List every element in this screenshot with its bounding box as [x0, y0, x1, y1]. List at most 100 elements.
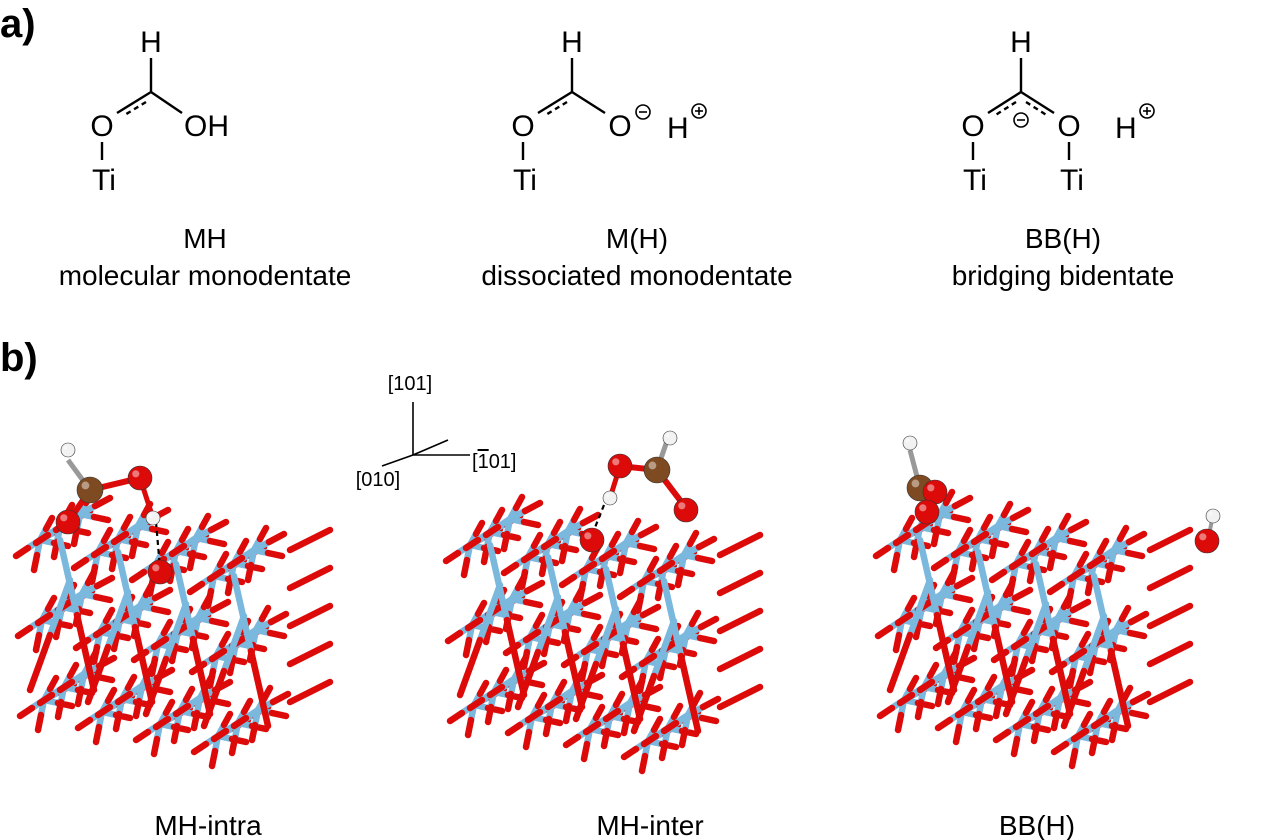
- surface-oxygen-atom: [579, 527, 605, 553]
- o-half-bond: [218, 630, 232, 649]
- o-half-bond: [216, 550, 230, 569]
- o-half-bond: [148, 525, 170, 536]
- o-half-bond: [14, 624, 34, 640]
- o-half-bond: [460, 556, 471, 579]
- terminal-o-bond: [716, 607, 764, 635]
- o-half-bond: [514, 648, 542, 711]
- o-half-bond: [1118, 604, 1132, 623]
- o-half-bond: [90, 543, 110, 559]
- o-half-bond: [208, 617, 230, 628]
- o-half-bond: [1090, 714, 1110, 730]
- o-half-bond: [92, 723, 103, 746]
- o-half-bond: [1046, 580, 1066, 596]
- o-half-bond: [244, 561, 255, 584]
- partial-double-bond-right: [1025, 100, 1049, 118]
- o-half-bond: [190, 740, 210, 756]
- o-half-bond: [1042, 685, 1056, 704]
- o-half-bond: [1128, 709, 1150, 720]
- o-half-bond: [256, 524, 270, 543]
- o-half-bond: [1060, 592, 1074, 611]
- hydrogen-atom: [662, 430, 678, 446]
- ti-half-bond: [1022, 600, 1050, 663]
- o-half-bond: [968, 550, 979, 573]
- o-half-bond: [220, 710, 234, 729]
- o-half-bond: [1084, 574, 1095, 597]
- hydroxyl-label: OH: [184, 110, 229, 143]
- o-half-bond: [484, 703, 495, 726]
- o-half-bond: [476, 679, 490, 698]
- o-half-bond: [178, 525, 192, 544]
- hydrogen-atom-highlight: [1208, 511, 1213, 516]
- o-half-bond: [520, 548, 540, 564]
- o-half-bond: [1078, 630, 1092, 649]
- o-half-bond: [695, 535, 718, 551]
- o-half-bond: [56, 678, 76, 694]
- o-half-bond: [616, 585, 636, 601]
- o-half-bond: [170, 722, 181, 745]
- o-half-bond: [226, 654, 237, 677]
- o-half-bond: [639, 603, 662, 619]
- o-half-bond: [520, 518, 542, 529]
- o-half-bond: [1060, 667, 1088, 730]
- o-half-bond: [152, 715, 172, 731]
- o-half-bond: [942, 488, 956, 507]
- o-half-bond: [1076, 550, 1090, 569]
- o-half-bond: [247, 647, 272, 730]
- o-half-bond: [636, 542, 658, 553]
- o-half-bond: [93, 574, 116, 590]
- o-half-bond: [619, 640, 644, 723]
- structure-code: MH: [183, 223, 227, 254]
- o-half-bond: [1125, 530, 1148, 546]
- o-half-bond: [228, 734, 239, 757]
- ti-half-bond: [162, 600, 190, 663]
- hydrogen-atom-label: H: [561, 26, 583, 59]
- o-half-bond: [112, 710, 123, 733]
- o-half-bond: [930, 556, 950, 572]
- o-half-bond: [598, 647, 609, 670]
- o-half-bond: [694, 554, 716, 565]
- o-half-bond: [108, 550, 119, 573]
- o-half-bond: [1010, 635, 1030, 651]
- terminal-o-bond: [1146, 526, 1194, 554]
- o-half-bond: [523, 579, 546, 595]
- o-half-bond: [474, 599, 488, 618]
- o-half-bond: [1127, 610, 1150, 626]
- o-half-bond: [670, 702, 684, 721]
- o-half-bond: [131, 623, 156, 706]
- o-half-bond: [1104, 561, 1115, 584]
- o-half-bond: [1012, 715, 1032, 731]
- o-half-bond: [110, 530, 130, 546]
- o-half-bond: [482, 523, 502, 539]
- o-half-bond: [972, 710, 983, 733]
- o-half-bond: [954, 703, 974, 719]
- terminal-o-bond: [1146, 678, 1194, 706]
- o-half-bond: [1002, 580, 1016, 599]
- o-half-bond: [628, 517, 642, 536]
- o-half-bond: [208, 647, 228, 663]
- o-half-bond: [886, 631, 914, 694]
- o-half-bond: [640, 732, 660, 748]
- structure-code: M(H): [606, 223, 668, 254]
- o-half-bond: [265, 530, 288, 546]
- model-caption-mh-inter: MH-inter: [596, 810, 703, 840]
- o-half-bond: [540, 635, 551, 658]
- o-half-bond: [894, 711, 905, 734]
- o-half-bond: [224, 574, 235, 597]
- o-half-bond: [1088, 734, 1099, 757]
- o-half-bond: [128, 537, 139, 560]
- oxygen-atom-label: O: [511, 110, 534, 143]
- o-half-bond: [172, 702, 192, 718]
- o-half-bond: [267, 610, 290, 626]
- terminal-o-bond: [286, 678, 334, 706]
- o-half-bond: [894, 611, 914, 627]
- partial-double-bond-left: [993, 100, 1017, 118]
- oxygen-atom: [55, 509, 81, 535]
- o-half-bond: [202, 672, 216, 691]
- o-half-bond: [230, 714, 250, 730]
- o-half-bond: [988, 537, 999, 560]
- o-half-bond: [73, 611, 98, 694]
- o-half-bond: [124, 673, 138, 692]
- oxygen-atom-highlight: [919, 504, 927, 512]
- o-half-bond: [66, 661, 80, 680]
- o-half-bond: [952, 593, 974, 604]
